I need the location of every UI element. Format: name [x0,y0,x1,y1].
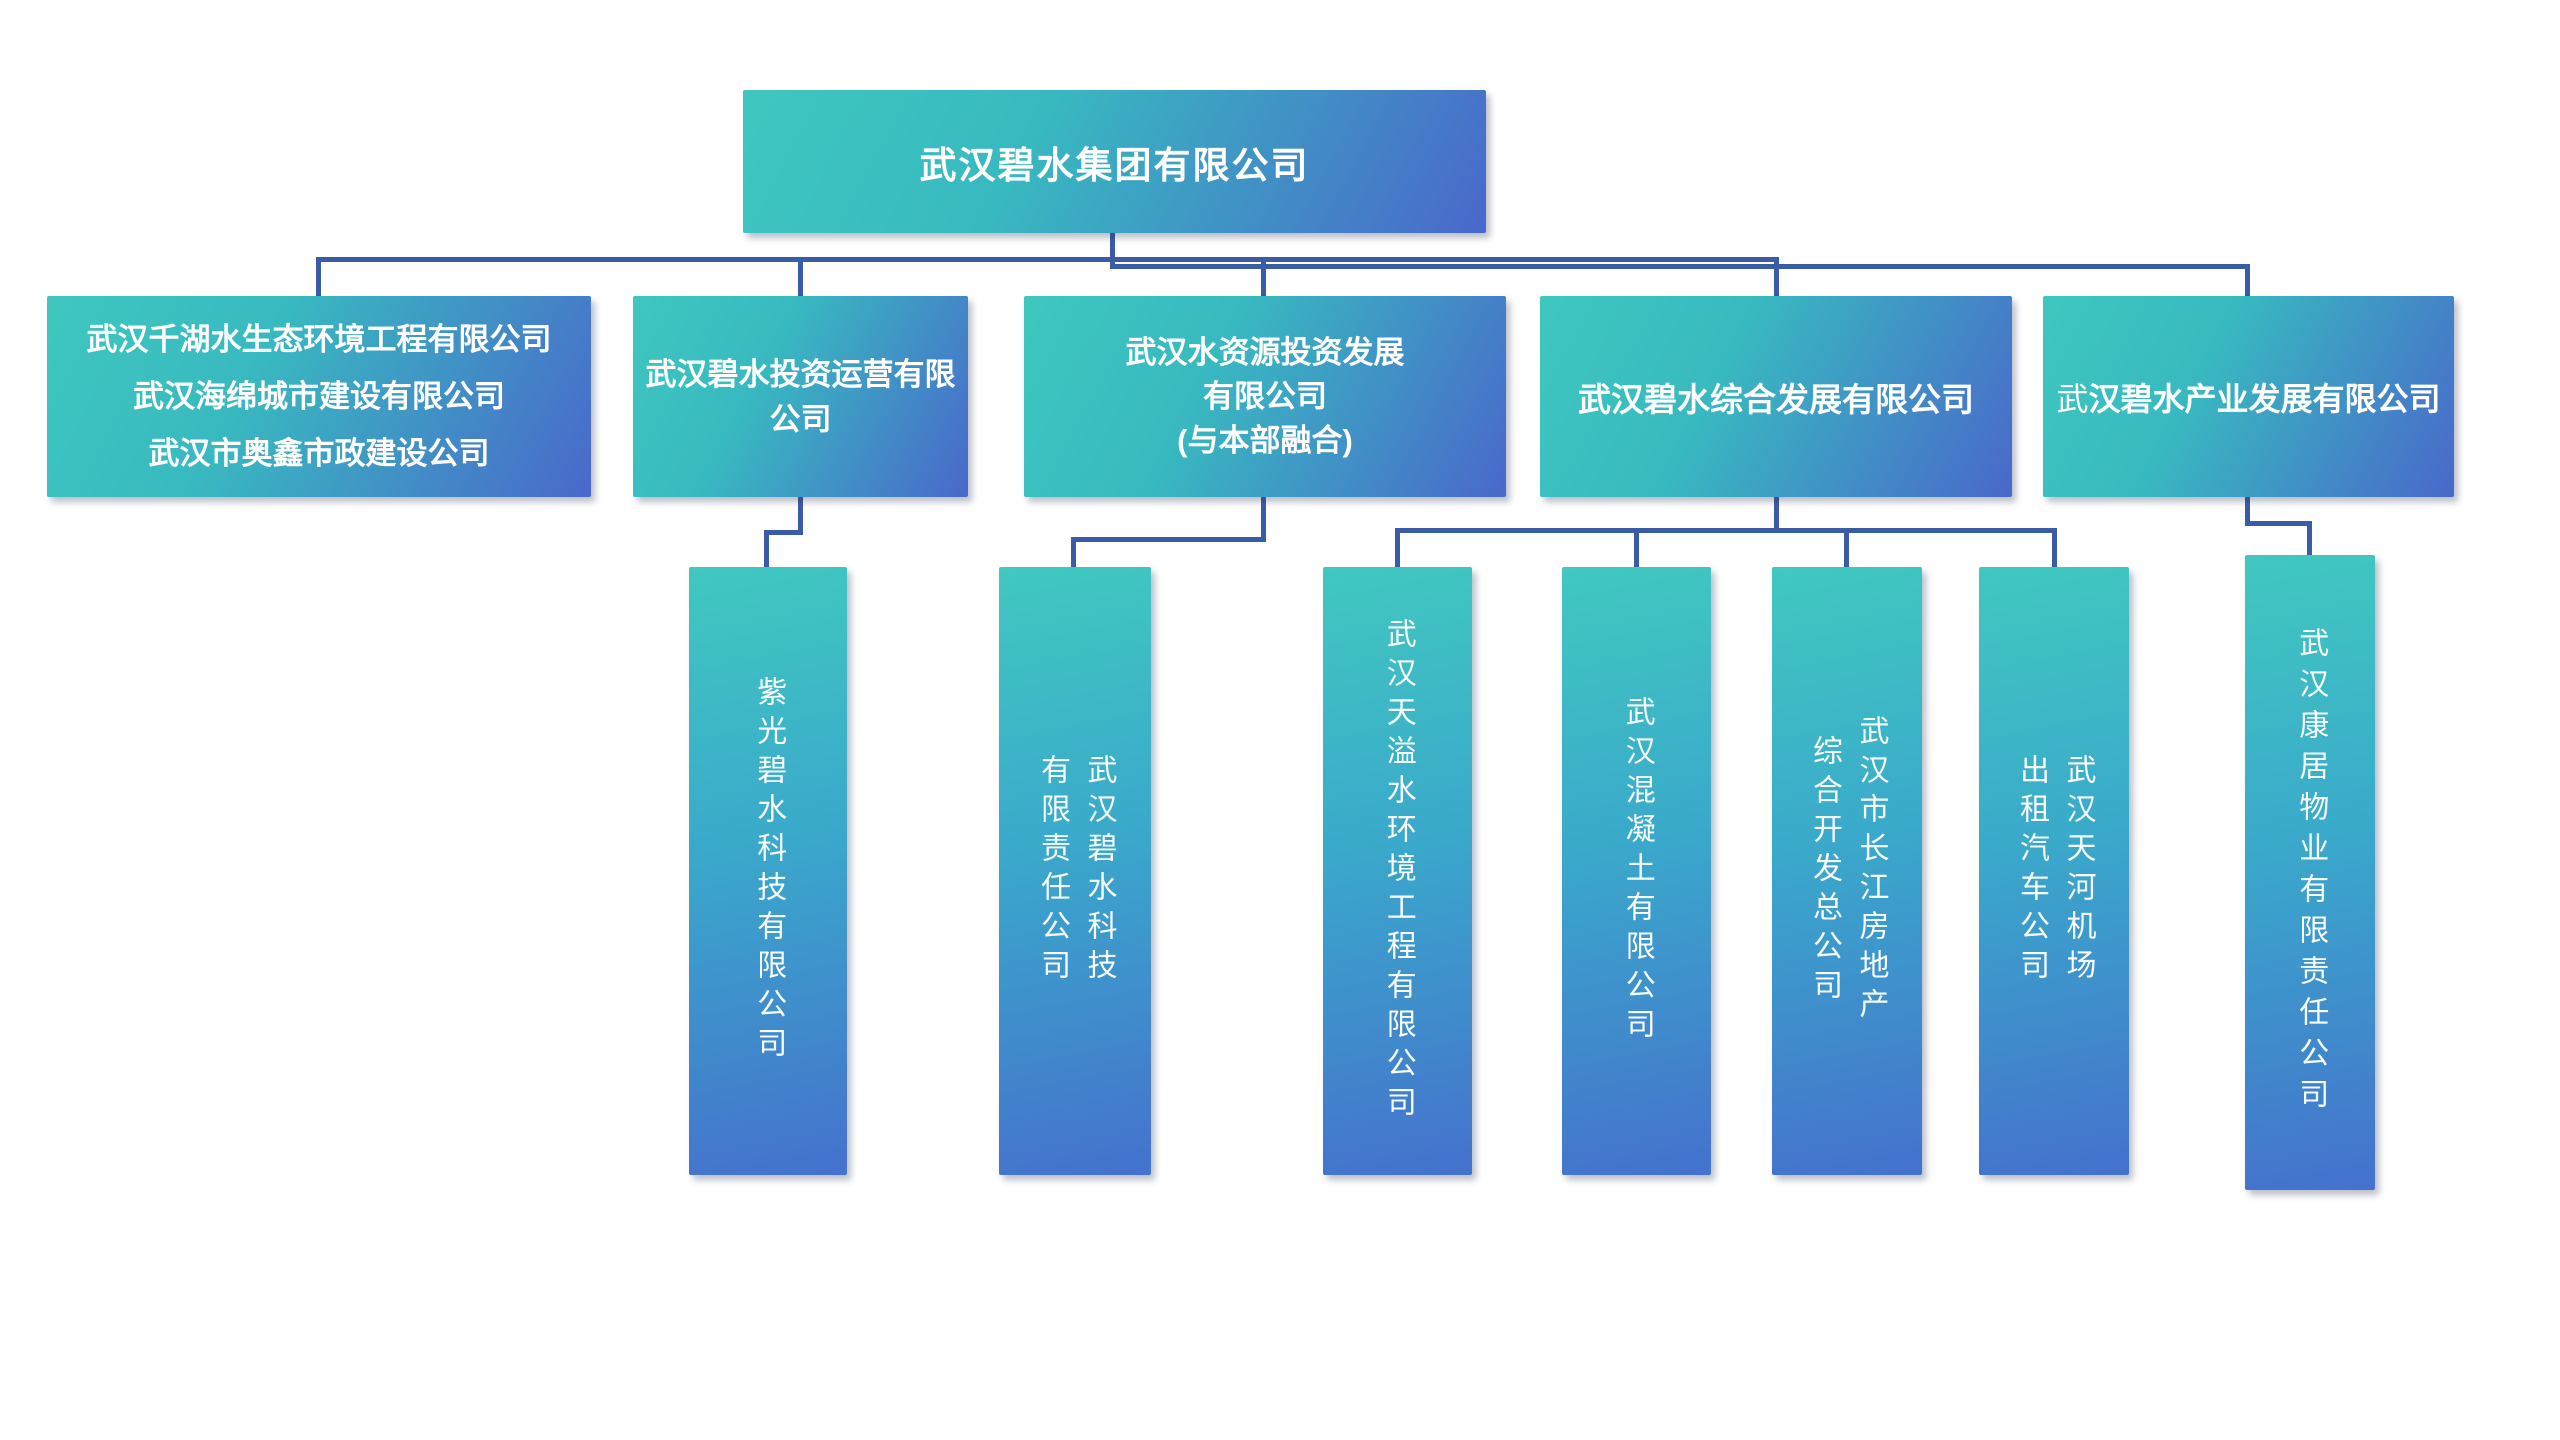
node-label-line: 公司 [769,401,832,437]
connector-drop-c6 [2052,528,2057,569]
node-industry-development: 武汉碧水产业发展有限公司 [2043,296,2454,497]
node-label-line: 武汉市奥鑫市政建设公司 [148,436,490,471]
node-tianhe-airport-taxi: 武汉天河机场出租汽车公司 [1979,567,2129,1175]
connector-drop-b1 [316,257,321,298]
node-label: 紫光碧水科技有限公司 [752,676,786,1066]
node-label: 武汉市长江房地产综合开发总公司 [1808,715,1888,1027]
connector-b5-down [2245,495,2250,526]
connector-root-drop [1110,233,1115,269]
node-label: 武汉碧水综合发展有限公司 [1578,380,1974,418]
node-bishui-tech: 武汉碧水科技有限责任公司 [999,567,1151,1175]
node-label-line: 武汉水资源投资发展 [1125,334,1405,370]
node-comprehensive-development: 武汉碧水综合发展有限公司 [1540,296,2012,497]
node-water-resource-investment: 武汉水资源投资发展 有限公司 (与本部融合) [1024,296,1506,497]
connector-b5-jog [2245,521,2312,526]
node-changjiang-realestate: 武汉市长江房地产综合开发总公司 [1772,567,1922,1175]
node-label: 武汉天河机场出租汽车公司 [2015,754,2095,988]
connector-trunk-b [1110,264,2250,269]
connector-drop-c7 [2307,521,2312,557]
connector-drop-c5 [1844,528,1849,569]
node-label: 武汉碧水集团有限公司 [919,144,1310,186]
node-tianyi-water-env: 武汉天溢水环境工程有限公司 [1323,567,1472,1175]
node-group-root: 武汉碧水集团有限公司 [743,90,1486,233]
node-label: 武汉碧水科技有限责任公司 [1036,754,1116,988]
connector-b4-down [1774,495,1779,533]
connector-drop-c4 [1634,528,1639,569]
node-label-line: 武汉海绵城市建设有限公司 [133,379,505,414]
connector-drop-c1 [764,530,769,569]
connector-b2-down [798,495,803,535]
connector-trunk-a [316,257,1779,262]
connector-drop-c2 [1071,537,1076,569]
connector-b3-down [1261,495,1266,542]
connector-b4-distributor [1395,528,2057,533]
connector-drop-b3 [1261,257,1266,298]
node-ziguang-bishui-tech: 紫光碧水科技有限公司 [689,567,847,1175]
node-label-line: 有限公司 [1203,378,1327,414]
node-label-line: 武汉千湖水生态环境工程有限公司 [86,322,552,357]
node-label-first-char: 武 [2056,380,2089,417]
node-concrete: 武汉混凝土有限公司 [1562,567,1711,1175]
connector-drop-c3 [1395,528,1400,569]
node-kangju-property: 武汉康居物业有限责任公司 [2245,555,2375,1190]
node-label: 武汉天溢水环境工程有限公司 [1381,617,1415,1125]
node-label: 武汉康居物业有限责任公司 [2294,626,2328,1119]
connector-b3-jog [1071,537,1266,542]
node-label: 武汉混凝土有限公司 [1620,695,1654,1047]
node-qianhu-sponge-aoxin: 武汉千湖水生态环境工程有限公司 武汉海绵城市建设有限公司 武汉市奥鑫市政建设公司 [47,296,591,497]
connector-b2-jog [764,530,803,535]
connector-drop-b4 [1774,257,1779,298]
node-label-line: (与本部融合) [1177,422,1353,458]
connector-drop-b2 [798,257,803,298]
connector-drop-b5 [2245,264,2250,298]
node-label-rest: 汉碧水产业发展有限公司 [2088,380,2441,417]
node-label-line: 武汉碧水投资运营有限 [645,356,956,392]
node-investment-operation: 武汉碧水投资运营有限 公司 [633,296,968,497]
